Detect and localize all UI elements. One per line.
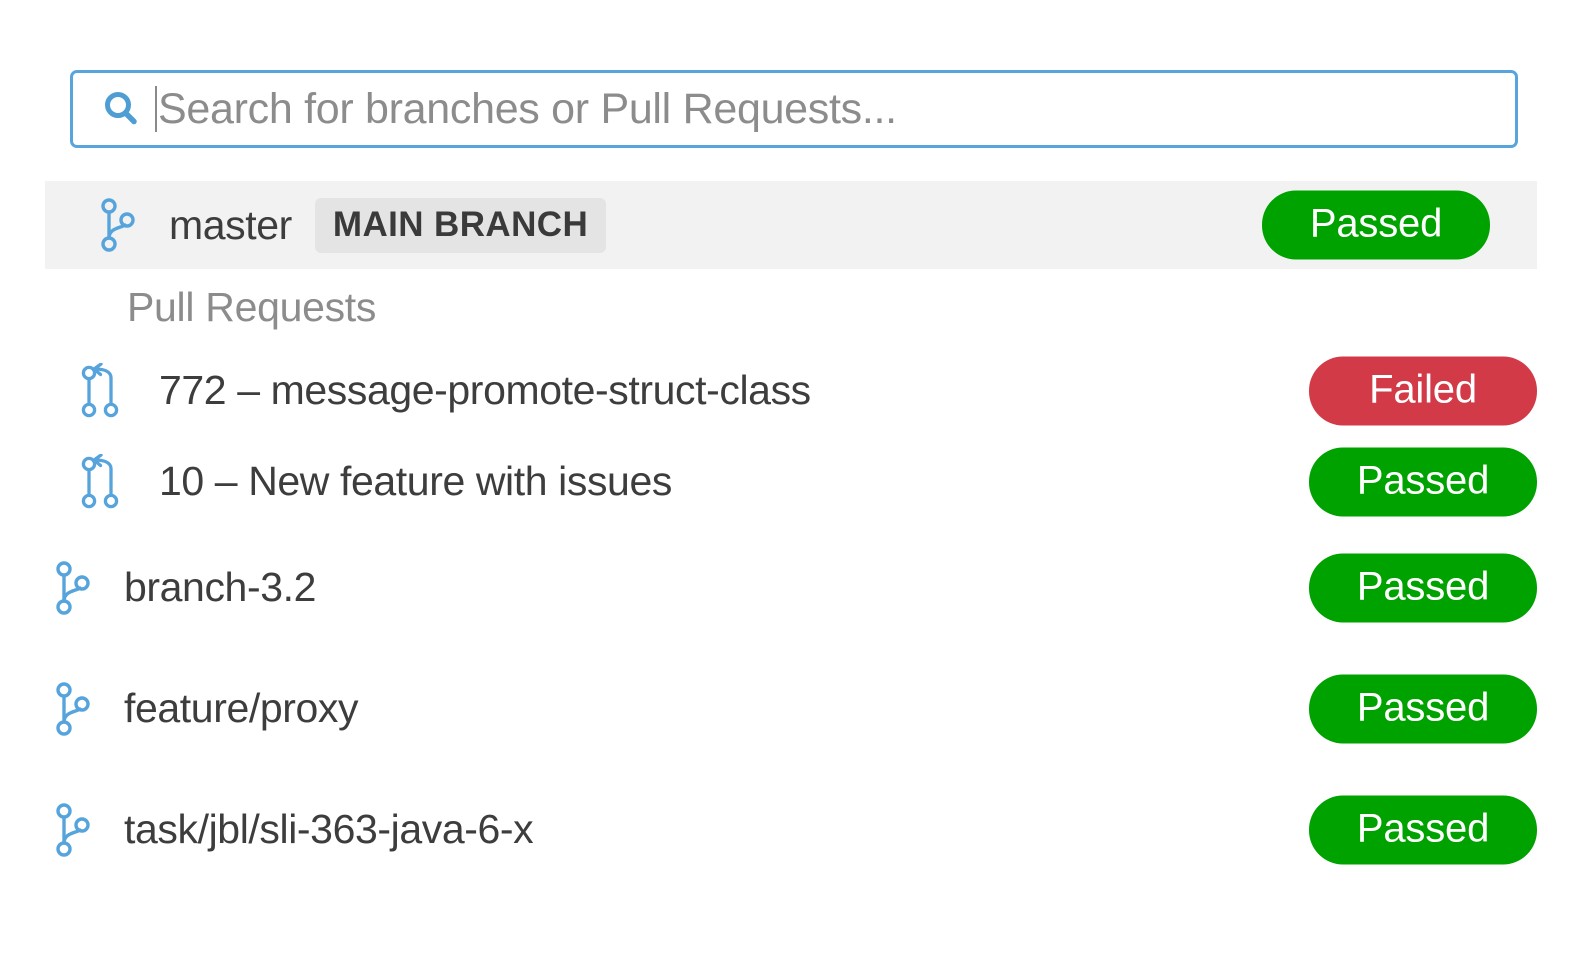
git-branch-icon <box>45 802 101 858</box>
pull-requests-section-header: Pull Requests <box>0 269 1584 345</box>
list-item-pull-request[interactable]: 772 – message-promote-struct-class Faile… <box>0 345 1584 436</box>
status-badge: Passed <box>1309 674 1537 743</box>
git-branch-icon <box>45 560 101 616</box>
list-item-branch[interactable]: branch-3.2 Passed <box>0 527 1584 648</box>
git-branch-icon <box>90 197 146 253</box>
search-field[interactable]: Search for branches or Pull Requests... <box>155 73 1497 145</box>
list-item-branch[interactable]: task/jbl/sli-363-java-6-x Passed <box>0 769 1584 890</box>
branch-name: task/jbl/sli-363-java-6-x <box>124 806 534 852</box>
status-badge: Passed <box>1309 795 1537 864</box>
pull-request-icon <box>74 453 130 510</box>
status-badge: Passed <box>1309 553 1537 622</box>
branch-name: master <box>169 201 292 248</box>
section-title: Pull Requests <box>127 283 377 330</box>
pull-request-label: 10 – New feature with issues <box>159 458 672 504</box>
pull-request-icon <box>74 362 130 419</box>
status-badge: Failed <box>1309 356 1537 425</box>
main-branch-tag: MAIN BRANCH <box>314 197 607 253</box>
text-caret <box>155 86 157 132</box>
search-icon <box>101 89 141 129</box>
status-badge: Passed <box>1262 190 1490 260</box>
status-badge: Passed <box>1309 447 1537 516</box>
branch-name: feature/proxy <box>124 685 359 731</box>
pull-request-label: 772 – message-promote-struct-class <box>159 367 811 413</box>
list-item-branch[interactable]: feature/proxy Passed <box>0 648 1584 769</box>
git-branch-icon <box>45 681 101 737</box>
branch-list: master MAIN BRANCH Passed Pull Requests <box>0 181 1584 890</box>
branch-name: branch-3.2 <box>124 564 317 610</box>
list-item-master-branch[interactable]: master MAIN BRANCH Passed <box>45 181 1537 269</box>
search-input[interactable]: Search for branches or Pull Requests... <box>70 70 1518 148</box>
list-item-pull-request[interactable]: 10 – New feature with issues Passed <box>0 436 1584 527</box>
search-placeholder: Search for branches or Pull Requests... <box>158 84 897 133</box>
